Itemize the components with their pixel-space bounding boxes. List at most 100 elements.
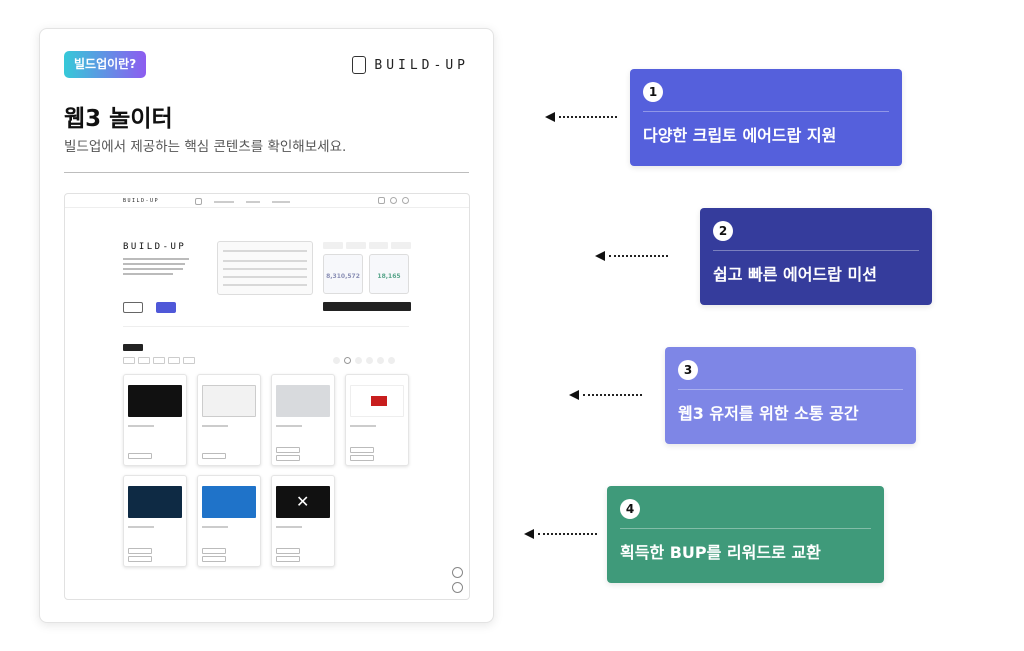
mission-reward-chip (350, 455, 374, 461)
timer-cell (391, 242, 411, 249)
callout-divider (713, 250, 919, 251)
user-icon (402, 197, 409, 204)
screenshot-navbar: BUILD-UP (65, 194, 469, 208)
ranking-row (223, 284, 307, 286)
callout-number: 2 (713, 221, 733, 241)
mission-reward-chip (276, 447, 300, 453)
callout-number: 1 (643, 82, 663, 102)
stat-box-users: 18,165 (369, 254, 409, 294)
mission-title-line (202, 526, 228, 528)
ranking-row (223, 260, 307, 262)
mission-reward-chip (276, 556, 300, 562)
mission-card (123, 475, 187, 567)
callout-easy-missions: 2 쉽고 빠른 에어드랍 미션 (700, 208, 932, 305)
mission-reward-chip (128, 556, 152, 562)
countdown-timer (323, 242, 411, 250)
ranking-panel (217, 241, 313, 295)
mission-title-line (276, 526, 302, 528)
filter-chip (123, 357, 135, 364)
callout-divider (678, 389, 903, 390)
hero-text-line (123, 258, 189, 260)
mission-reward-chip (202, 556, 226, 562)
mission-reward-chip (350, 447, 374, 453)
filter-chip (138, 357, 150, 364)
mission-thumbnail: ✕ (276, 486, 330, 518)
callout-text: 쉽고 빠른 에어드랍 미션 (713, 265, 877, 284)
screenshot-logo: BUILD-UP (123, 198, 160, 204)
arrow-icon (569, 389, 642, 401)
stat-box-total: 8,310,572 (323, 254, 363, 294)
ranking-row (223, 250, 307, 252)
nav-link-placeholder (246, 201, 260, 203)
title-divider (64, 172, 469, 173)
mission-card (197, 475, 261, 567)
page-dot (388, 357, 395, 364)
screenshot-nav-icons (378, 197, 409, 204)
floating-buttons (452, 567, 463, 593)
mission-thumbnail (202, 385, 256, 417)
callout-airdrop-support: 1 다양한 크립토 에어드랍 지원 (630, 69, 902, 166)
mission-thumbnail (276, 385, 330, 417)
mission-card (123, 374, 187, 466)
brand-logo: BUILD-UP (352, 56, 469, 74)
arrow-icon (545, 111, 617, 123)
mission-reward-chip (276, 455, 300, 461)
mission-card (197, 374, 261, 466)
callout-community: 3 웹3 유저를 위한 소통 공간 (665, 347, 916, 444)
page-dot (366, 357, 373, 364)
mission-title-line (128, 425, 154, 427)
filter-chip (153, 357, 165, 364)
mission-reward-chip (128, 548, 152, 554)
page-dot (355, 357, 362, 364)
hero-text-line (123, 263, 185, 265)
scroll-top-icon (452, 582, 463, 593)
filter-chip (168, 357, 180, 364)
arrow-icon (595, 250, 668, 262)
tesla-logo-icon (371, 396, 387, 406)
mission-title-line (128, 526, 154, 528)
stat-value: 8,310,572 (326, 273, 360, 280)
callout-text: 웹3 유저를 위한 소통 공간 (678, 404, 859, 423)
website-screenshot: BUILD-UP BUILD-UP (64, 193, 470, 600)
mission-title-line (202, 425, 228, 427)
translate-icon (452, 567, 463, 578)
page-dot (377, 357, 384, 364)
callout-number: 3 (678, 360, 698, 380)
buildup-logo-icon (352, 56, 367, 74)
guide-button (123, 302, 143, 313)
callout-divider (620, 528, 871, 529)
mission-reward-chip (202, 453, 226, 459)
intro-card: 빌드업이란? BUILD-UP 웹3 놀이터 빌드업에서 제공하는 핵심 콘텐츠… (39, 28, 494, 623)
page-dot-active (344, 357, 351, 364)
ranking-row (223, 268, 307, 270)
mission-reward-chip (202, 548, 226, 554)
wallet-icon (378, 197, 385, 204)
mission-thumbnail (128, 486, 182, 518)
x-logo-icon: ✕ (296, 492, 310, 511)
home-icon (195, 198, 202, 205)
nav-link-placeholder (272, 201, 290, 203)
mission-reward-chip (276, 548, 300, 554)
mission-card (345, 374, 409, 466)
timer-cell (368, 242, 389, 249)
callout-divider (643, 111, 889, 112)
news-ticker (323, 302, 411, 311)
timer-cell (345, 242, 366, 249)
mission-card (271, 374, 335, 466)
page-subtitle: 빌드업에서 제공하는 핵심 콘텐츠를 확인해보세요. (64, 139, 347, 155)
mypage-button (156, 302, 176, 313)
airdrop-section-tag (123, 344, 143, 351)
hero-text-line (123, 273, 173, 275)
ranking-row (223, 276, 307, 278)
callout-text: 다양한 크립토 에어드랍 지원 (643, 126, 837, 145)
callout-text: 획득한 BUP를 리워드로 교환 (620, 543, 821, 562)
mission-thumbnail (202, 486, 256, 518)
bell-icon (390, 197, 397, 204)
hero-text-line (123, 268, 183, 270)
mission-reward-chip (128, 453, 152, 459)
pagination (333, 357, 395, 364)
timer-cell (323, 242, 343, 249)
callout-reward-exchange: 4 획득한 BUP를 리워드로 교환 (607, 486, 884, 583)
page-title: 웹3 놀이터 (64, 106, 173, 132)
hero-logo: BUILD-UP (123, 242, 187, 252)
